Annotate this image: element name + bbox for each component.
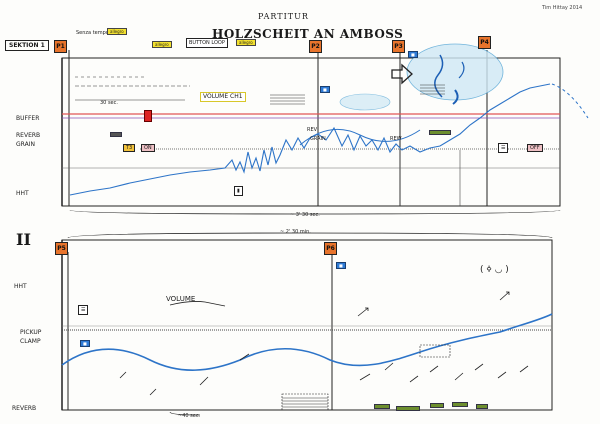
volume-note-box: ☰ <box>498 134 509 153</box>
tempo-tag-1: allegro <box>107 28 127 35</box>
reverb-bar-1 <box>429 130 451 135</box>
row-label-buffer: BUFFER <box>16 115 40 122</box>
blue-tag-p6: ■ <box>336 262 346 269</box>
reverb-bar-2 <box>110 132 122 137</box>
volume-ch1-box: VOLUME CH1 <box>200 92 246 102</box>
button-loop-box: BUTTON LOOP <box>186 38 228 48</box>
marker-p6: P6 <box>324 242 337 255</box>
duration-40-note: ~40 sec. <box>178 413 201 419</box>
row-label-reverb-2: REVERB <box>12 405 37 412</box>
row-label-hht-2: HHT <box>14 283 27 290</box>
face-symbol: ( ߦ ◡ ) <box>480 265 509 275</box>
grain-note: GRAIN <box>310 136 326 142</box>
section1-label: SEKTION 1 <box>5 40 49 51</box>
partitur-label: PARTITUR <box>258 12 309 21</box>
blue-tag-p2: ■ <box>320 86 330 93</box>
rev-note: REV <box>307 127 318 133</box>
tempo-tag-3: allegro <box>236 39 256 46</box>
reverb2-bar-1 <box>374 404 390 409</box>
section2-label: II <box>16 230 31 249</box>
snapshot-box-2: ☰ <box>78 305 89 315</box>
row-label-reverb: REVERB <box>16 132 41 139</box>
marker-p2: P2 <box>309 40 322 53</box>
score-title: HOLZSCHEIT AN AMBOSS <box>212 27 404 41</box>
row-label-hht: HHT <box>16 190 29 197</box>
section2-frame <box>61 239 553 411</box>
row-label-pickup: PICKUP <box>20 329 42 336</box>
off-box: OFF <box>527 144 543 152</box>
composer-signature: Tim Hittay 2014 <box>542 5 583 11</box>
volume-label: VOLUME <box>166 295 196 303</box>
blue-tag-p3: ■ <box>408 51 418 58</box>
t3-box: T3 <box>123 144 136 152</box>
tempo-tag-2: allegro <box>152 41 172 48</box>
row-label-grain: GRAIN <box>16 141 35 148</box>
marker-p1: P1 <box>54 40 67 53</box>
senza-tempo-note: Senza tempo <box>76 30 109 36</box>
reverb2-bar-2 <box>396 406 420 411</box>
snapshot-box: ▮ <box>234 186 243 196</box>
marker-p4: P4 <box>478 36 491 49</box>
blue-tag-p5: ■ <box>80 340 90 347</box>
rew-note: REW <box>390 136 402 142</box>
buffer-red-marker <box>144 110 152 122</box>
reverb2-bar-5 <box>476 404 488 409</box>
marker-p5: P5 <box>55 242 68 255</box>
reverb2-bar-3 <box>430 403 444 408</box>
duration-30-note: 30 sec. <box>100 100 118 106</box>
marker-p3: P3 <box>392 40 405 53</box>
row-label-clamp: CLAMP <box>20 338 41 345</box>
on-box: ON <box>141 144 155 152</box>
section2-duration: ~ 2' 30 min. <box>280 229 311 235</box>
reverb2-bar-4 <box>452 402 468 407</box>
section1-duration: ~ 3' 30 sec. <box>290 212 320 218</box>
